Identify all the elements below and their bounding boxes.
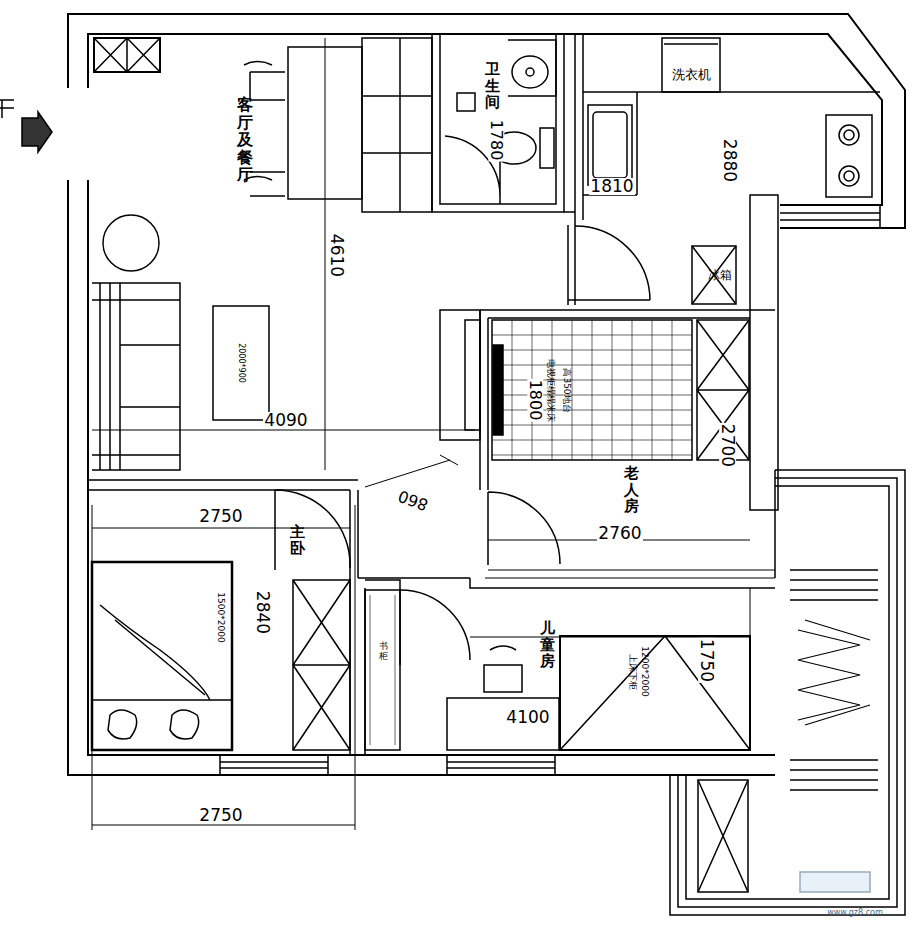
room-name: 客厅及餐厅: [237, 96, 253, 184]
node-text: 上床下柜: [628, 653, 637, 689]
room-name: 儿童房: [540, 620, 555, 670]
dimension: 2750: [198, 807, 243, 824]
rug-box: 2000*900: [213, 306, 269, 420]
dimension: 2840: [254, 589, 271, 634]
dimension: 2880: [721, 137, 738, 182]
dimension: 1810: [589, 178, 634, 195]
bed-box: 1500*2000: [92, 562, 232, 750]
dimension: 2750: [198, 508, 243, 525]
dimension: 4100: [505, 709, 550, 726]
furniture-name: 书柜: [379, 642, 388, 662]
note: 电视柜榻榻米床: [546, 359, 555, 422]
watermark: www.gz8.com: [827, 909, 882, 917]
node-text: 冰箱: [708, 269, 720, 281]
fridge-box: 冰箱: [692, 246, 736, 304]
node-text: 洗衣机: [672, 68, 711, 81]
room-name: 老人房: [624, 465, 639, 515]
dimension: 4090: [263, 412, 308, 429]
dimension: 2700: [719, 422, 736, 467]
note: 高350地台: [562, 368, 571, 412]
washer-box: 洗衣机: [662, 38, 720, 92]
bed-box: 上床下柜1200*2000: [560, 636, 750, 750]
room-name: 卫生间: [485, 61, 500, 111]
dimension: 1780: [488, 119, 504, 162]
dimension: 2760: [597, 525, 642, 542]
dimension: 1800: [527, 379, 543, 422]
dimension: 860: [395, 487, 431, 513]
room-name: 主卧: [290, 524, 305, 557]
dimension: 1750: [698, 637, 715, 682]
node-text: 1500*2000: [216, 592, 225, 642]
dimension: 4610: [328, 232, 345, 277]
node-text: 2000*900: [237, 343, 245, 383]
node-text: 1200*2000: [640, 646, 649, 696]
